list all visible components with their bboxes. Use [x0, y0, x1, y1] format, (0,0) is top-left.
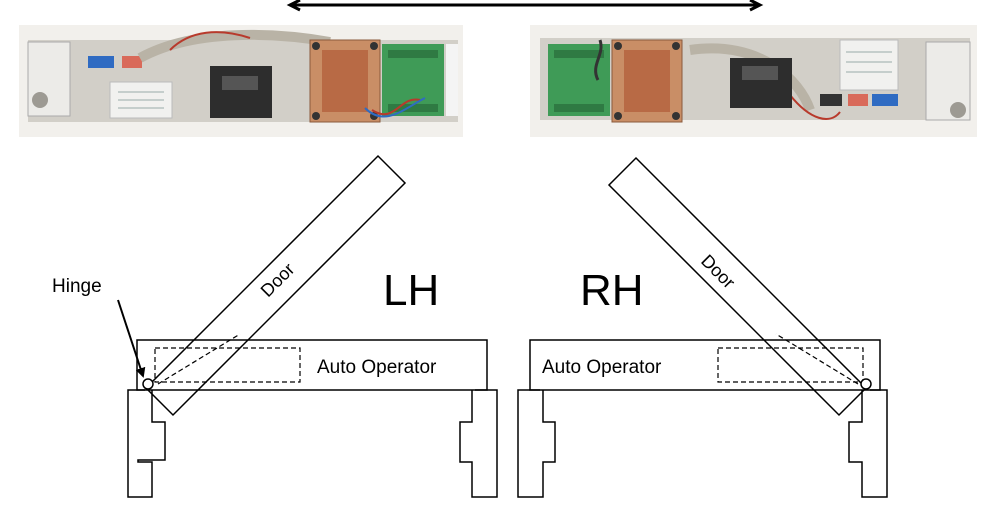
lh-frame-left — [127, 389, 166, 498]
lh-auto-operator-label: Auto Operator — [317, 357, 437, 378]
rh-operator-housing — [529, 339, 881, 391]
lh-door-panel — [144, 154, 407, 417]
lh-operator-photo — [19, 25, 463, 137]
hinge-label: Hinge — [52, 276, 102, 297]
top-bracket — [286, 0, 764, 12]
lh-frame-right — [459, 389, 498, 498]
lh-operator-housing — [136, 339, 488, 391]
lh-diagram — [117, 154, 498, 498]
rh-operator-module — [717, 347, 864, 383]
rh-door-panel — [607, 156, 868, 417]
rh-frame-right — [848, 389, 888, 498]
rh-auto-operator-label: Auto Operator — [542, 357, 662, 378]
lh-side-label: LH — [383, 266, 439, 315]
hinge-pointer-arrow — [117, 299, 146, 378]
rh-diagram — [517, 156, 888, 498]
rh-frame-left — [517, 389, 556, 498]
rh-operator-photo — [530, 25, 977, 137]
lh-hinge-icon — [142, 378, 154, 390]
rh-side-label: RH — [580, 266, 644, 315]
lh-operator-module — [154, 347, 301, 383]
rh-hinge-icon — [860, 378, 872, 390]
